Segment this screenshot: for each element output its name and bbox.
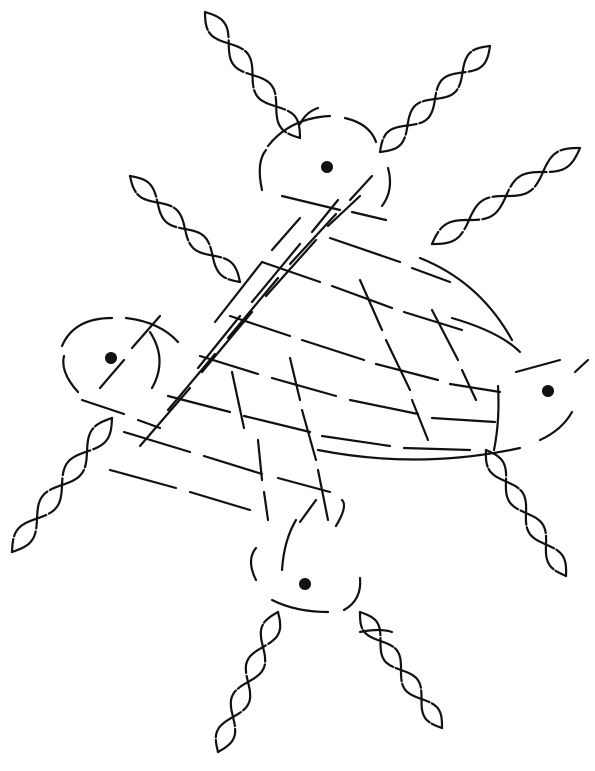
arm-top-right-strand-2 — [380, 46, 490, 152]
weave-segment-26 — [272, 378, 336, 396]
weave-segment-52 — [62, 318, 112, 346]
marked-point-1 — [321, 161, 333, 173]
weave-segment-3 — [198, 316, 240, 368]
weave-segment-28 — [432, 418, 495, 422]
weave-segment-32 — [404, 448, 470, 450]
weave-segment-69 — [264, 492, 268, 520]
arm-upper-right-strand-2 — [432, 148, 580, 244]
knot-strands — [12, 12, 588, 752]
weave-segment-27 — [350, 400, 418, 414]
weave-segment-71 — [360, 280, 382, 330]
weave-segment-50 — [382, 168, 390, 206]
weave-segment-54 — [63, 356, 78, 392]
weave-segment-13 — [328, 196, 360, 226]
weave-segment-19 — [332, 286, 392, 308]
weave-segment-23 — [376, 364, 438, 380]
weave-segment-1 — [215, 262, 262, 322]
weave-segment-37 — [190, 492, 250, 510]
weave-segment-72 — [386, 340, 410, 390]
weave-segment-42 — [494, 386, 499, 450]
weave-segment-70 — [232, 372, 244, 428]
weave-segment-41 — [540, 412, 572, 440]
arm-lower-right-strand-2 — [486, 450, 566, 576]
weave-segment-64 — [282, 520, 296, 570]
weave-segment-49 — [352, 212, 386, 220]
weave-segment-38 — [420, 258, 512, 340]
weave-segment-10 — [140, 388, 190, 446]
weave-segment-58 — [251, 548, 256, 580]
weave-segment-48 — [282, 196, 340, 210]
weave-segment-67 — [318, 470, 328, 520]
weave-segment-53 — [126, 318, 178, 342]
weave-segment-75 — [462, 370, 476, 400]
weave-segment-47 — [260, 150, 266, 190]
marked-point-3 — [542, 385, 554, 397]
arm-top-left-strand-2 — [205, 12, 300, 138]
weave-segment-56 — [138, 420, 160, 428]
arm-left-strand-2 — [12, 418, 112, 552]
weave-segment-57 — [150, 332, 160, 388]
weave-segment-40 — [318, 448, 520, 460]
weave-segment-65 — [290, 358, 300, 400]
weave-segment-60 — [344, 578, 360, 610]
weave-segment-59 — [272, 600, 328, 612]
weave-segment-44 — [575, 360, 588, 372]
arm-upper-left-strand-2 — [130, 176, 240, 282]
arm-bottom-left-strand-2 — [216, 612, 280, 752]
weave-segment-20 — [404, 312, 462, 330]
weave-segment-2 — [272, 218, 300, 250]
weave-segment-55 — [82, 400, 124, 414]
weave-segment-34 — [204, 456, 262, 474]
weave-segment-30 — [244, 416, 310, 432]
weave-segment-24 — [450, 384, 500, 392]
weave-segment-61 — [336, 500, 344, 526]
weave-segment-16 — [330, 238, 400, 262]
weave-segment-14 — [100, 360, 124, 388]
weave-segment-62 — [300, 500, 316, 522]
weave-segment-22 — [302, 340, 364, 360]
weave-segment-73 — [412, 400, 428, 440]
weave-segment-43 — [516, 360, 560, 372]
marked-point-4 — [299, 578, 311, 590]
weave-segment-66 — [302, 410, 316, 460]
marked-point-2 — [105, 352, 117, 364]
weave-segment-46 — [345, 118, 376, 142]
weave-segment-36 — [110, 470, 176, 488]
weave-segment-33 — [124, 432, 190, 452]
weave-segment-31 — [322, 436, 390, 446]
